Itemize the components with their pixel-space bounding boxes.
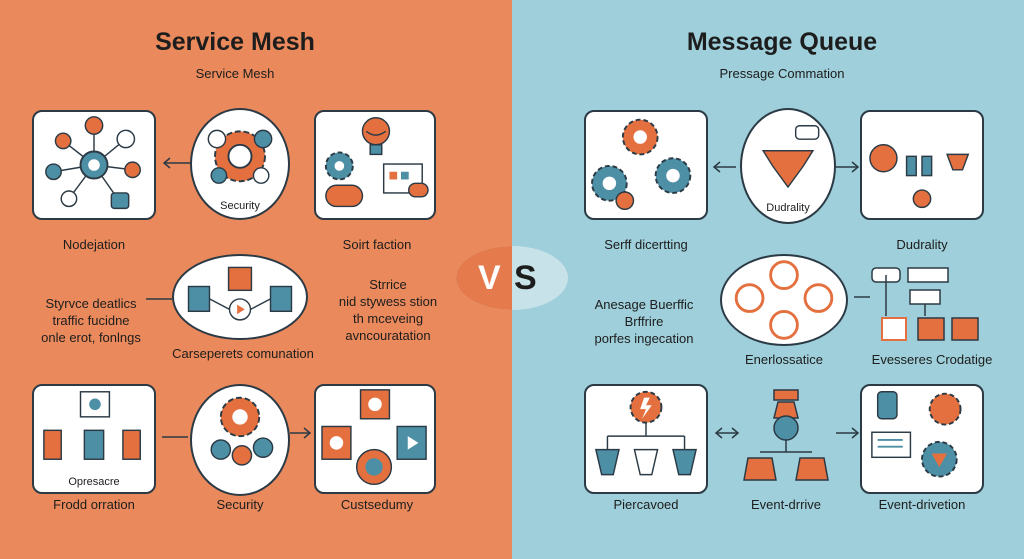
- durality-label: Dudrality: [896, 237, 948, 252]
- double-arrow-icon: [712, 161, 736, 173]
- message-queue-subtitle: Pressage Commation: [719, 66, 845, 81]
- flowchart-icon: [871, 267, 979, 341]
- event-card: [860, 384, 984, 494]
- gears-icon: [207, 129, 273, 184]
- arrow-left-icon: [162, 157, 192, 169]
- piercavoed-label: Piercavoed: [613, 497, 679, 512]
- left-note-line-2: traffic fucidne: [52, 313, 130, 328]
- right-note-line-2: nid stywess stion: [338, 294, 438, 309]
- left-note: Styrvce deatlics traffic fucidne onle er…: [22, 295, 160, 346]
- double-arrow-icon: [714, 427, 740, 439]
- enerlossatice-label: Enerlossatice: [744, 352, 824, 367]
- lightbulb-cog-icon: [324, 117, 429, 208]
- right-note-line-1: Strrice: [369, 277, 407, 292]
- cogwheels-icon: [591, 118, 692, 211]
- message-note: Anesage Buerffic Brffrire porfes ingecat…: [574, 296, 714, 347]
- message-queue-title: Message Queue: [686, 28, 878, 56]
- worker-factory-icon: [869, 144, 970, 209]
- event-drive-diagram: [740, 388, 832, 492]
- right-note-line-3: th mceveing: [352, 311, 424, 326]
- service-mesh-panel: Service Mesh Service Mesh Nodejation: [0, 0, 512, 559]
- frodd-orration-label: Frodd orration: [53, 497, 135, 512]
- team-gears-icon: [210, 396, 274, 466]
- communication-ellipse: [172, 254, 308, 340]
- communication-network-icon: [187, 266, 293, 321]
- message-note-line-2: Brffrire: [624, 314, 664, 329]
- carseperets-label: Carseperets comunation: [172, 346, 314, 361]
- flow-diagram: [868, 266, 988, 346]
- service-faction-card: [314, 110, 436, 220]
- node-network-icon: [45, 116, 141, 210]
- custsedumy-label: Custsedumy: [340, 497, 414, 512]
- event-drivetion-label: Event-drivetion: [878, 497, 966, 512]
- security-top-label: Security: [220, 200, 260, 212]
- left-note-line-1: Styrvce deatlics: [45, 296, 137, 311]
- funnel-icon: [743, 389, 829, 481]
- diamond-shield-icon: [761, 125, 820, 189]
- durability-circle: Dudrality: [740, 108, 836, 224]
- serff-label: Serff dicertting: [604, 237, 688, 252]
- opresacre-label: Opresacre: [68, 476, 120, 488]
- security-bottom-label: Security: [216, 497, 264, 512]
- media-player-icon: [321, 389, 427, 486]
- nodejation-label: Nodejation: [62, 237, 126, 252]
- right-note-line-4: avncouratation: [345, 328, 431, 343]
- right-note: Strrice nid stywess stion th mceveing av…: [318, 276, 458, 344]
- hierarchy-icon: [594, 390, 698, 476]
- arrow-right-icon: [290, 427, 312, 439]
- connector-line-icon: [162, 436, 188, 438]
- security-gears-circle: Security: [190, 108, 290, 220]
- service-mesh-title: Service Mesh: [155, 28, 315, 56]
- left-note-line-3: onle erot, fonlngs: [41, 330, 141, 345]
- users-icon: [734, 260, 834, 340]
- people-pillars-icon: [43, 391, 141, 460]
- event-drrive-label: Event-drrive: [750, 497, 822, 512]
- document-gear-icon: [871, 391, 962, 478]
- users-ellipse: [720, 254, 848, 346]
- security-team-circle: [190, 384, 290, 496]
- node-network-card: [32, 110, 156, 220]
- message-note-line-1: Anesage Buerffic: [594, 297, 694, 312]
- vs-badge: V S: [456, 246, 568, 310]
- workers-card: [860, 110, 984, 220]
- connector-line-icon: [854, 296, 870, 298]
- connector-line-icon: [146, 298, 172, 300]
- soirt-faction-label: Soirt faction: [342, 237, 412, 252]
- vs-s-letter: S: [514, 259, 537, 297]
- arrow-right-icon: [836, 161, 860, 173]
- gears-card: [584, 110, 708, 220]
- vs-v-letter: V: [478, 259, 501, 297]
- custody-card: [314, 384, 436, 494]
- hierarchy-card: [584, 384, 708, 494]
- service-mesh-subtitle: Service Mesh: [195, 66, 275, 81]
- operations-card: Opresacre: [32, 384, 156, 494]
- message-note-line-3: porfes ingecation: [594, 331, 694, 346]
- message-queue-panel: Message Queue Pressage Commation Serff d…: [512, 0, 1024, 559]
- evesseres-label: Evesseres Crodatige: [871, 352, 993, 367]
- durality-inner-label: Dudrality: [766, 202, 810, 214]
- arrow-right-icon: [836, 427, 860, 439]
